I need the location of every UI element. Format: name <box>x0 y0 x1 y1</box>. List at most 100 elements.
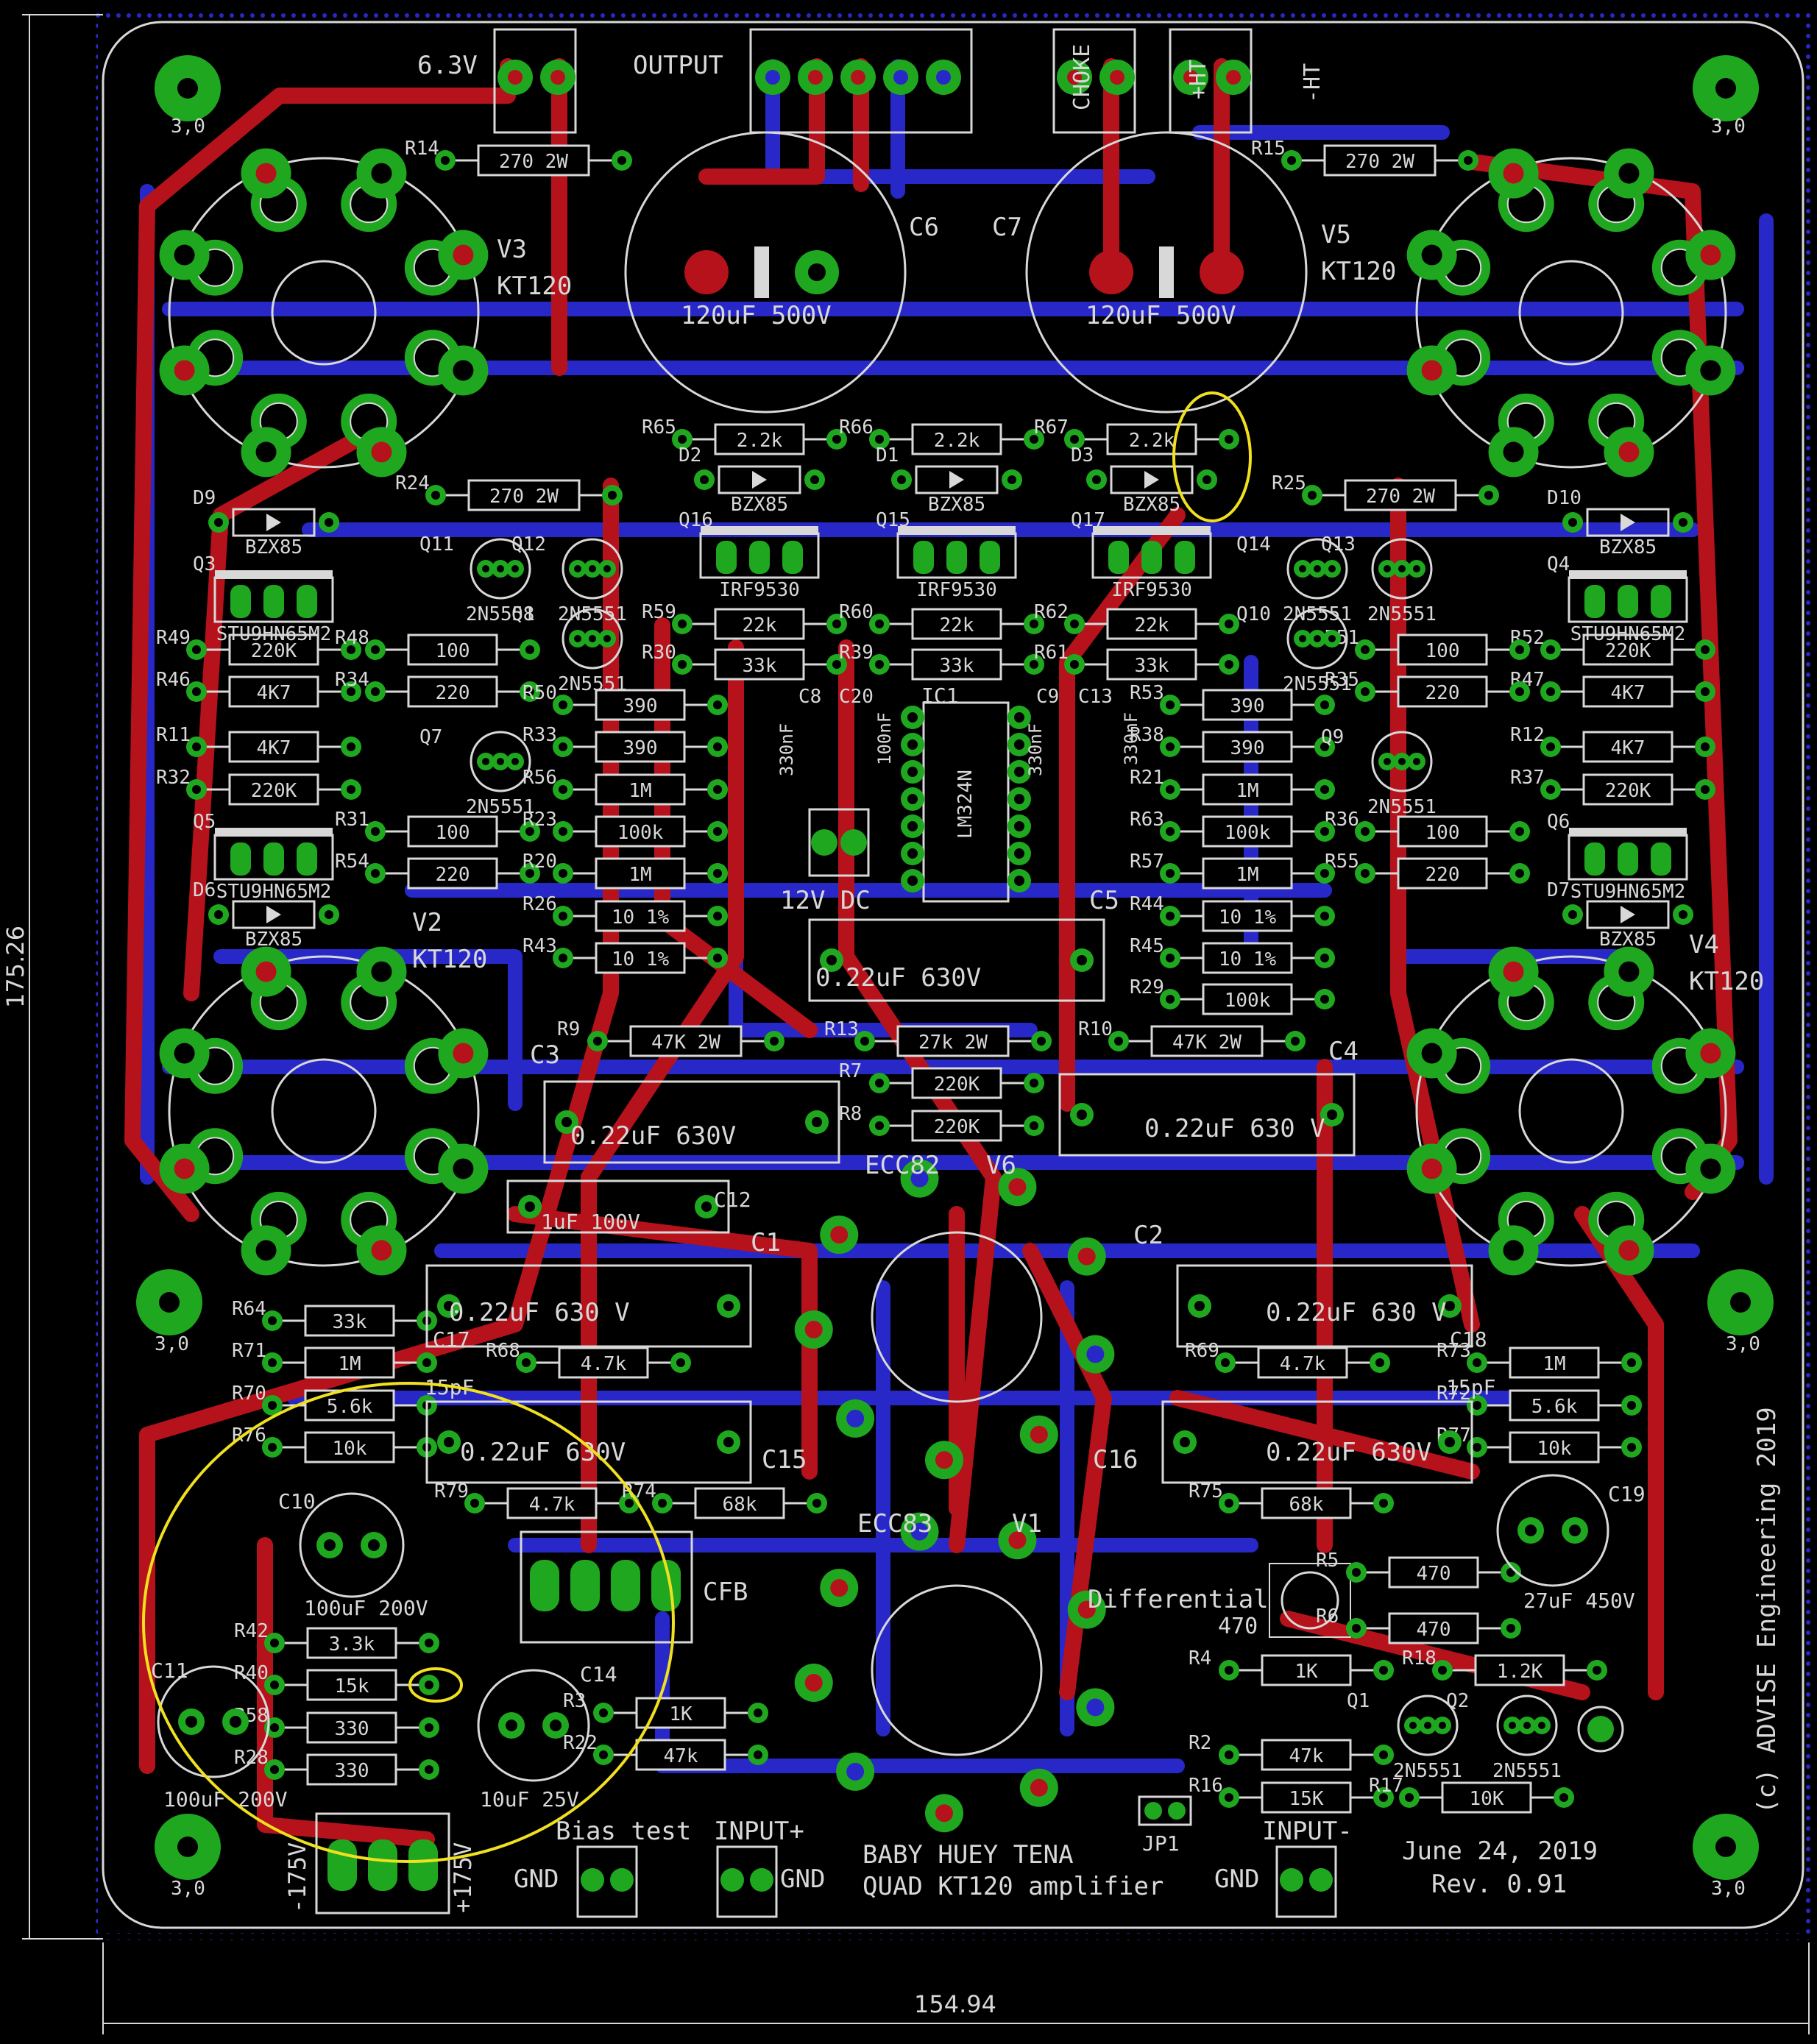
resistor-ref: R15 <box>1251 138 1286 160</box>
semi-value: IRF9530 <box>916 579 997 601</box>
mount-hole-label: 3,0 <box>1726 1333 1760 1355</box>
resistor-value: 4.7k <box>529 1494 575 1516</box>
c10-ref: C10 <box>278 1489 316 1514</box>
film-cap-body <box>808 918 1105 1002</box>
differential-value: 470 <box>1218 1614 1258 1639</box>
resistor-value: 47k <box>664 1745 698 1767</box>
resistor-value: 220K <box>1605 780 1651 802</box>
semi-ref: Q3 <box>193 553 216 575</box>
c8-ref: C8 <box>798 686 821 708</box>
resistor-value: 10 1% <box>612 948 670 970</box>
dimension-width: 154.94 <box>914 1990 996 2018</box>
conn-htplus-label: +HT <box>1186 60 1211 99</box>
ecc82-socket <box>794 1159 1115 1480</box>
c9-value: 330nF <box>1025 723 1046 776</box>
connector-cfb <box>520 1530 693 1644</box>
resistor-ref: R63 <box>1130 809 1164 831</box>
c1-ref: C1 <box>751 1228 781 1257</box>
resistor-ref: R16 <box>1189 1775 1223 1797</box>
semi-ref: D7 <box>1547 879 1570 901</box>
c11-value: 100uF 200V <box>163 1787 288 1811</box>
resistor-value: 27k 2W <box>918 1032 988 1054</box>
resistor-r44: 10 1%R44 <box>1130 893 1335 932</box>
semi-value: STU9HN65M2 <box>1570 623 1686 645</box>
gnd-label-2: GND <box>780 1864 825 1894</box>
semi-value: STU9HN65M2 <box>1570 881 1686 903</box>
semi-ref: Q1 <box>1347 1690 1370 1712</box>
gnd-label-3: GND <box>1214 1864 1259 1894</box>
resistor-ref: R45 <box>1130 935 1164 957</box>
resistor-value: 33k <box>333 1311 367 1333</box>
semi-ref: Q10 <box>1236 603 1271 625</box>
octal-socket <box>1406 946 1736 1276</box>
resistor-value: 390 <box>623 695 658 717</box>
resistor-ref: R57 <box>1130 851 1164 873</box>
resistor-ref: R34 <box>335 669 369 691</box>
semi-ref: Q17 <box>1071 509 1105 531</box>
semi-value: IRF9530 <box>719 579 800 601</box>
c15-value: 0.22uF 630V <box>460 1438 626 1467</box>
resistor-ref: R44 <box>1130 893 1164 915</box>
c5-value: 0.22uF 630V <box>815 963 981 993</box>
resistor-value: 10k <box>1537 1438 1572 1460</box>
resistor-value: 220K <box>251 780 297 802</box>
input-minus-label: INPUT- <box>1262 1817 1353 1846</box>
resistor-ref: R35 <box>1325 669 1359 691</box>
resistor-value: 1M <box>338 1353 361 1375</box>
resistor-value: 390 <box>1230 737 1265 759</box>
resistor-value: 5.6k <box>1531 1396 1578 1418</box>
resistor-ref: R76 <box>232 1424 266 1447</box>
resistor-ref: R20 <box>523 851 557 873</box>
octal-socket <box>159 946 489 1276</box>
mount-hole-label: 3,0 <box>155 1333 189 1355</box>
resistor-ref: R29 <box>1130 976 1164 998</box>
c11-ref: C11 <box>151 1658 188 1683</box>
conn-choke-label: CHOKE <box>1069 44 1095 110</box>
resistor-r43: 10 1%R43 <box>523 935 728 974</box>
semi-value: BZX85 <box>245 536 302 558</box>
resistor-ref: R46 <box>156 669 191 691</box>
mount-hole-label: 3,0 <box>171 116 205 138</box>
c7-ref: C7 <box>992 213 1022 242</box>
connector-ht <box>1169 28 1253 134</box>
resistor-ref: R14 <box>405 138 439 160</box>
resistor-ref: R13 <box>824 1018 859 1040</box>
resistor-ref: R9 <box>557 1018 580 1040</box>
cap-c6 <box>624 131 907 414</box>
resistor-value: 270 2W <box>1345 151 1414 173</box>
c13-ref: C13 <box>1078 686 1113 708</box>
resistor-value: 270 2W <box>1366 486 1435 508</box>
resistor-r77: 10kR77 <box>1437 1424 1642 1463</box>
resistor-value: 68k <box>723 1494 757 1516</box>
led1 <box>1577 1706 1624 1753</box>
resistor-value: 4.7k <box>1280 1353 1326 1375</box>
resistor-value: 100 <box>436 822 470 844</box>
resistor-ref: R75 <box>1189 1480 1223 1502</box>
